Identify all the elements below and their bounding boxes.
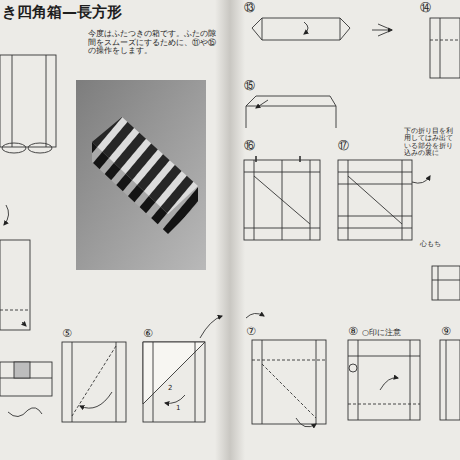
step-drawings-part (348, 356, 420, 357)
page-binding (215, 0, 245, 460)
step-drawings-part (432, 266, 460, 300)
step-drawings-part (246, 96, 336, 106)
step-drawings-part (296, 418, 316, 427)
step-drawings-part (378, 24, 392, 36)
step-drawings-part (262, 340, 263, 424)
page-title: き四角箱—長方形 (2, 4, 122, 21)
sub-step-number: 1 (176, 404, 180, 412)
step-drawings-part (304, 22, 308, 34)
box-photo (76, 80, 206, 270)
step-drawings-part (0, 240, 30, 330)
step-number: ⑮ (244, 80, 255, 93)
step-drawings-part (262, 364, 316, 418)
step-drawings-part (348, 176, 402, 224)
step-drawings-part (256, 100, 268, 108)
step-number: ⑬ (244, 2, 255, 15)
step-number: ⑥ (143, 328, 153, 341)
step-drawings-part (430, 40, 460, 41)
step-number: ⑯ (244, 140, 255, 153)
step-drawings-part (22, 322, 26, 326)
note-text: 下の折り目を利用してはみ出ている部分を折り込みの裏に (404, 128, 456, 158)
step-drawings-part (244, 160, 320, 240)
step-drawings-part (316, 340, 317, 424)
step-drawings-part (349, 364, 357, 372)
step-drawings-part (402, 160, 403, 240)
step-drawings-part (195, 342, 196, 422)
step-drawings-part (310, 160, 311, 240)
step-drawings-part (246, 106, 247, 128)
step-drawings-part (8, 408, 42, 417)
step-drawings-part (116, 342, 117, 422)
step-drawings-part (46, 55, 47, 147)
step-number: ⑨ (441, 326, 451, 339)
step-drawings-part (72, 346, 116, 416)
step-drawings-part (438, 266, 439, 300)
step-drawings (0, 18, 460, 427)
step-drawings-part (246, 313, 264, 318)
step-drawings-part (340, 18, 341, 40)
step-drawings-part (410, 340, 411, 420)
step-drawings-part (336, 106, 337, 128)
step-drawings-part (143, 342, 205, 422)
step-drawings-part (338, 172, 412, 173)
box-photo-part (92, 117, 198, 214)
step-drawings-part (12, 55, 13, 147)
step-drawings-part (153, 342, 154, 422)
box-photo-part (76, 80, 206, 270)
step-drawings-part (4, 205, 9, 225)
step-drawings-part (440, 18, 441, 78)
step-drawings-part (252, 340, 326, 424)
step-drawings-part (165, 395, 185, 403)
intro-text: 今度はふたつきの箱です。ふたの隙間をスムーズにするために、⑪や⑮の操作をします。 (88, 30, 222, 56)
step-drawings-part (338, 184, 412, 185)
step-drawings-part (412, 176, 430, 183)
step-drawings-part (338, 228, 412, 229)
step-drawings-part (440, 340, 460, 420)
step-number: ⑰ (338, 140, 349, 153)
step-drawings-part (0, 310, 30, 311)
step-drawings-part (80, 392, 112, 408)
note-text: ○印に注意 (362, 328, 401, 337)
step-drawings-part (2, 143, 26, 153)
step-drawings-part (252, 360, 326, 361)
step-drawings-part (432, 280, 460, 281)
step-drawings-part (62, 342, 126, 422)
step-drawings-part (372, 30, 392, 31)
step-drawings-part (28, 143, 52, 153)
step-drawings-part (200, 316, 222, 338)
step-drawings-part (254, 176, 310, 224)
step-drawings-part (430, 18, 460, 78)
step-drawings-part (254, 160, 255, 240)
step-drawings-part (0, 55, 56, 147)
step-number: ⑦ (246, 326, 256, 339)
step-drawings-part (338, 160, 412, 240)
sub-step-number: 2 (168, 384, 172, 392)
step-number: ⑤ (62, 328, 72, 341)
step-drawings-part (348, 160, 349, 240)
step-drawings-part (256, 156, 300, 162)
step-drawings-part (380, 378, 398, 390)
step-drawings-part (143, 342, 205, 404)
step-drawings-part (348, 404, 420, 405)
step-drawings-part (14, 362, 30, 378)
step-drawings-part (252, 18, 350, 40)
step-drawings-part (348, 340, 420, 420)
step-drawings-part (72, 342, 73, 422)
step-drawings-part (338, 216, 412, 217)
step-drawings-part (358, 340, 359, 420)
step-number: ⑧ (348, 326, 358, 339)
step-drawings-part (446, 340, 447, 420)
note-text: 心もち (420, 240, 441, 248)
step-number: ⑭ (420, 2, 431, 15)
step-drawings-part (0, 362, 52, 396)
step-drawings-part (262, 18, 263, 40)
